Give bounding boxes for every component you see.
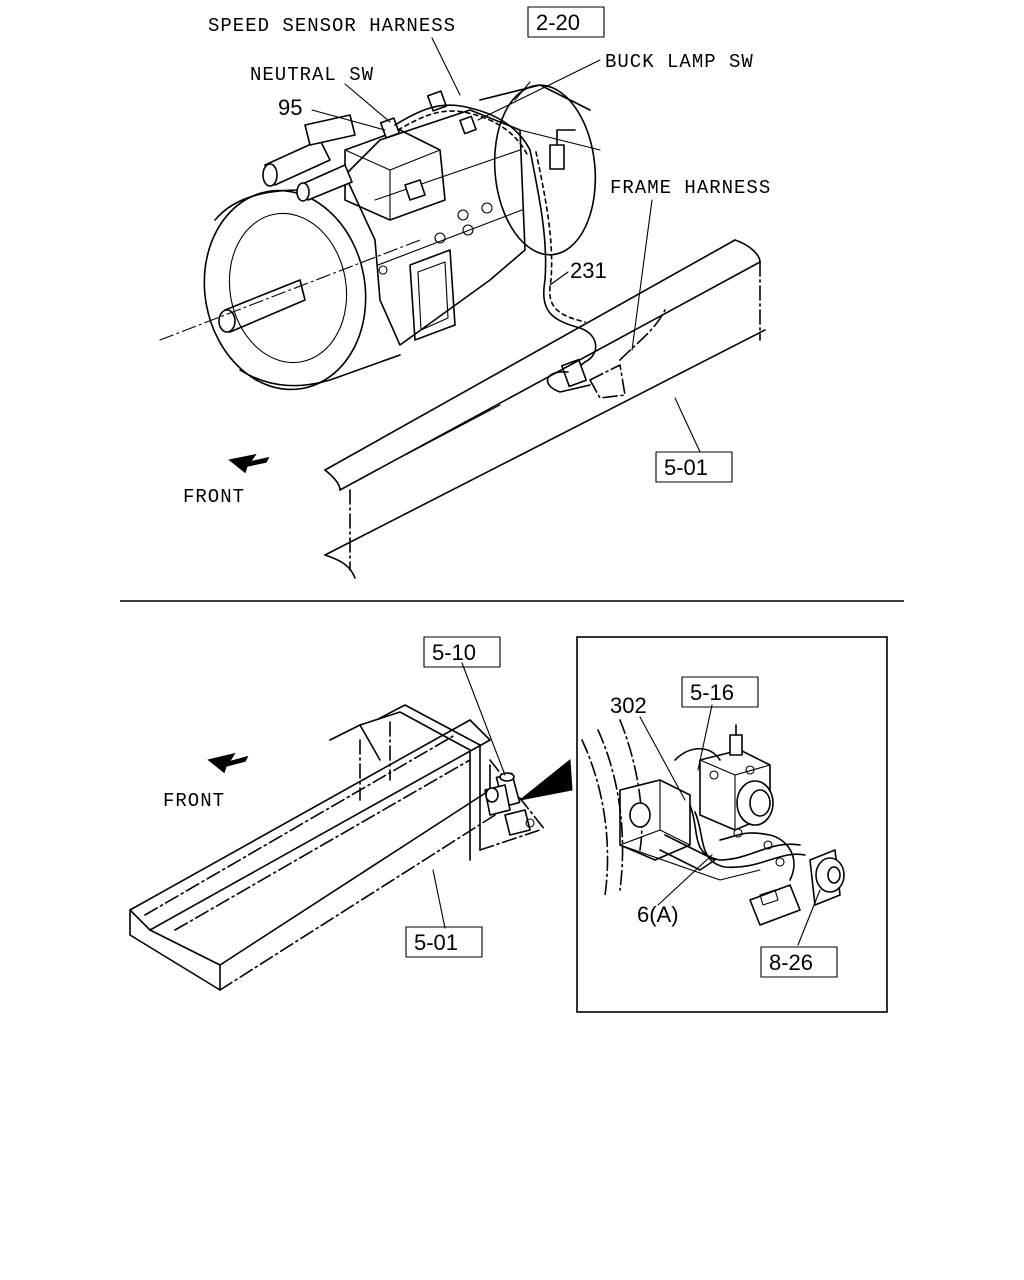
leader-6a: [657, 854, 713, 906]
frame-rail-lower: [129, 704, 546, 991]
speed-sensor-harness-label: SPEED SENSOR HARNESS: [208, 15, 456, 37]
upper-leader-lines: [311, 37, 701, 453]
leader-5-01-lower: [432, 869, 446, 929]
part-302-label: 302: [610, 693, 647, 718]
leader-302: [639, 716, 686, 801]
ref-8-26-box: [760, 946, 838, 978]
frame-rail-upper: [324, 239, 766, 579]
ref-2-20-label: 2-20: [536, 10, 580, 35]
leader-5-10: [461, 662, 506, 776]
neutral-sw-label: NEUTRAL SW: [250, 64, 374, 86]
ref-5-01-label-lower: 5-01: [414, 930, 458, 955]
part-6a-label: 6(A): [637, 902, 679, 927]
detail-inset-frame: [576, 636, 888, 1013]
front-arrow-icon-lower: [207, 752, 249, 774]
front-arrow-icon: [228, 453, 270, 474]
leader-5-16: [697, 704, 713, 771]
ref-5-16-label: 5-16: [690, 680, 734, 705]
leader-8-26: [797, 889, 821, 946]
detail-inset: [581, 719, 845, 926]
transmission-assembly: [159, 84, 601, 391]
ref-5-16-box: [681, 676, 759, 708]
frame-harness-label: FRAME HARNESS: [610, 177, 771, 199]
front-label-lower: FRONT: [163, 790, 225, 812]
ref-5-01-label-upper: 5-01: [664, 455, 708, 480]
front-label-upper: FRONT: [183, 486, 245, 508]
part-231-label: 231: [570, 258, 607, 283]
ref-8-26-label: 8-26: [769, 950, 813, 975]
ref-5-10-label: 5-10: [432, 640, 476, 665]
valve-5-10: [484, 772, 535, 836]
ref-5-01-box-lower: [405, 926, 483, 958]
ref-5-01-box-upper: [655, 451, 733, 483]
detail-callout-pointer: [519, 759, 573, 801]
part-95-label: 95: [278, 95, 302, 120]
buck-lamp-sw-label: BUCK LAMP SW: [605, 51, 754, 73]
ref-2-20-box: [527, 6, 605, 38]
ref-5-10-box: [423, 636, 501, 668]
